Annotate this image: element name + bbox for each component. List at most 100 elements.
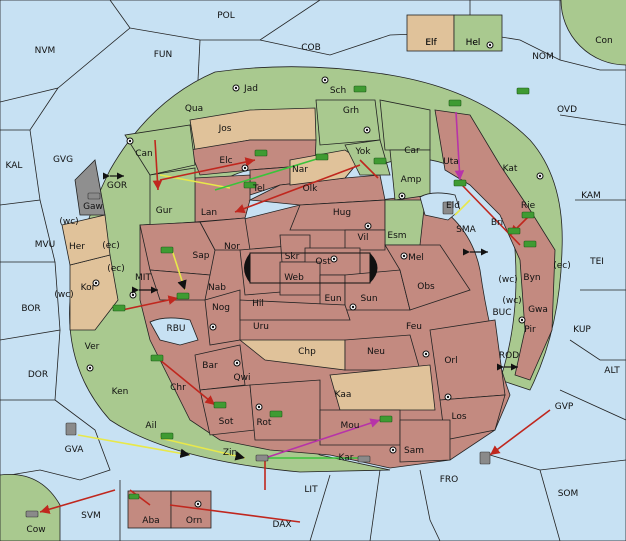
label-yok: Yok bbox=[354, 147, 371, 157]
province-can[interactable] bbox=[124, 124, 196, 176]
coast-tag: (ec) bbox=[107, 264, 125, 274]
coast-tag: (ec) bbox=[553, 261, 571, 271]
label-sun: Sun bbox=[360, 294, 377, 304]
label-aba: Aba bbox=[142, 516, 159, 526]
label-car: Car bbox=[404, 146, 420, 156]
province-vil[interactable] bbox=[344, 229, 386, 251]
province-mou[interactable] bbox=[319, 409, 401, 446]
label-mel: Mel bbox=[408, 253, 424, 263]
central-black-left bbox=[244, 253, 250, 283]
province-bar[interactable] bbox=[194, 344, 246, 391]
central-black-right bbox=[370, 253, 378, 283]
label-ken: Ken bbox=[112, 387, 129, 397]
label-pir: Pir bbox=[524, 325, 536, 335]
province-nar[interactable] bbox=[289, 149, 361, 186]
label-kam: KAM bbox=[581, 191, 601, 201]
coast-tag: (wc) bbox=[502, 296, 521, 306]
province-sam[interactable] bbox=[399, 419, 451, 463]
label-zin: Zin bbox=[223, 448, 237, 458]
label-mvu: MVU bbox=[35, 240, 56, 250]
label-elf: Elf bbox=[425, 38, 437, 48]
label-orl: Orl bbox=[444, 356, 457, 366]
label-kup: KUP bbox=[573, 325, 591, 335]
label-nom: NOM bbox=[532, 52, 554, 62]
label-fun: FUN bbox=[154, 50, 173, 60]
province-cow[interactable] bbox=[0, 473, 61, 541]
label-can: Can bbox=[135, 149, 153, 159]
label-chp: Chp bbox=[298, 347, 316, 357]
sea-rbu[interactable] bbox=[149, 317, 199, 346]
label-amp: Amp bbox=[401, 175, 422, 185]
label-web: Web bbox=[284, 273, 304, 283]
label-elc: Elc bbox=[219, 156, 232, 166]
label-nar: Nar bbox=[292, 165, 308, 175]
label-vil: Vil bbox=[358, 233, 369, 243]
label-gvg: GVG bbox=[53, 155, 73, 165]
label-gwa: Gwa bbox=[528, 305, 548, 315]
label-som: SOM bbox=[558, 489, 579, 499]
province-con[interactable] bbox=[560, 0, 626, 66]
label-kal: KAL bbox=[6, 161, 23, 171]
label-gva: GVA bbox=[65, 445, 85, 455]
label-tel: Tel bbox=[252, 184, 265, 194]
label-uru: Uru bbox=[253, 322, 269, 332]
label-byn: Byn bbox=[523, 273, 540, 283]
label-tei: TEI bbox=[589, 257, 604, 267]
label-kar: Kar bbox=[339, 453, 354, 463]
label-bar: Bar bbox=[202, 361, 218, 371]
fleets bbox=[25, 192, 491, 518]
label-rbu: RBU bbox=[166, 324, 185, 334]
label-cob: COB bbox=[301, 43, 321, 53]
label-jos: Jos bbox=[218, 124, 232, 134]
label-skr: Skr bbox=[285, 252, 300, 262]
label-hel: Hel bbox=[466, 38, 481, 48]
label-mit: MIT bbox=[135, 273, 151, 283]
label-sch: Sch bbox=[330, 86, 346, 96]
province-elf[interactable] bbox=[406, 14, 455, 52]
province-nog[interactable] bbox=[204, 289, 241, 346]
province-mel-obs bbox=[384, 244, 471, 311]
label-rod: ROD bbox=[499, 351, 519, 361]
province-kaa[interactable] bbox=[329, 364, 436, 411]
province-her[interactable] bbox=[61, 214, 111, 266]
label-hil: Hil bbox=[252, 299, 264, 309]
label-ovd: OVD bbox=[557, 105, 577, 115]
label-nog: Nog bbox=[212, 303, 230, 313]
province-gaw[interactable] bbox=[74, 159, 106, 216]
sea-connectors bbox=[102, 172, 518, 371]
label-kor: Kor bbox=[81, 283, 96, 293]
units bbox=[112, 85, 537, 500]
province-orl[interactable] bbox=[429, 319, 506, 401]
label-hug: Hug bbox=[333, 208, 351, 218]
label-feu: Feu bbox=[406, 322, 422, 332]
label-mou: Mou bbox=[341, 421, 360, 431]
label-bri: Bri bbox=[491, 218, 503, 228]
label-gor: GOR bbox=[107, 181, 127, 191]
province-hel[interactable] bbox=[453, 14, 503, 52]
label-gaw: Gaw bbox=[83, 202, 103, 212]
label-cow: Cow bbox=[26, 525, 45, 535]
label-hel: Hel bbox=[466, 38, 481, 48]
label-neu: Neu bbox=[367, 347, 385, 357]
label-kaa: Kaa bbox=[335, 390, 352, 400]
label-fro: FRO bbox=[440, 475, 459, 485]
coast-tag: (wc) bbox=[498, 275, 517, 285]
label-rot: Rot bbox=[257, 418, 272, 428]
province-sot[interactable] bbox=[199, 384, 256, 436]
central-core-box bbox=[249, 252, 371, 284]
label-nab: Nab bbox=[208, 283, 226, 293]
label-elf: Elf bbox=[425, 38, 437, 48]
label-alt: ALT bbox=[604, 366, 620, 376]
province-sap[interactable] bbox=[139, 221, 216, 276]
label-los: Los bbox=[451, 412, 466, 422]
label-sam: Sam bbox=[404, 446, 424, 456]
label-kat: Kat bbox=[503, 164, 518, 174]
label-eld: Eld bbox=[446, 201, 460, 211]
label-ver: Ver bbox=[85, 342, 100, 352]
label-ail: Ail bbox=[145, 421, 156, 431]
label-grh: Grh bbox=[343, 106, 359, 116]
label-ost: Ost bbox=[315, 257, 331, 267]
